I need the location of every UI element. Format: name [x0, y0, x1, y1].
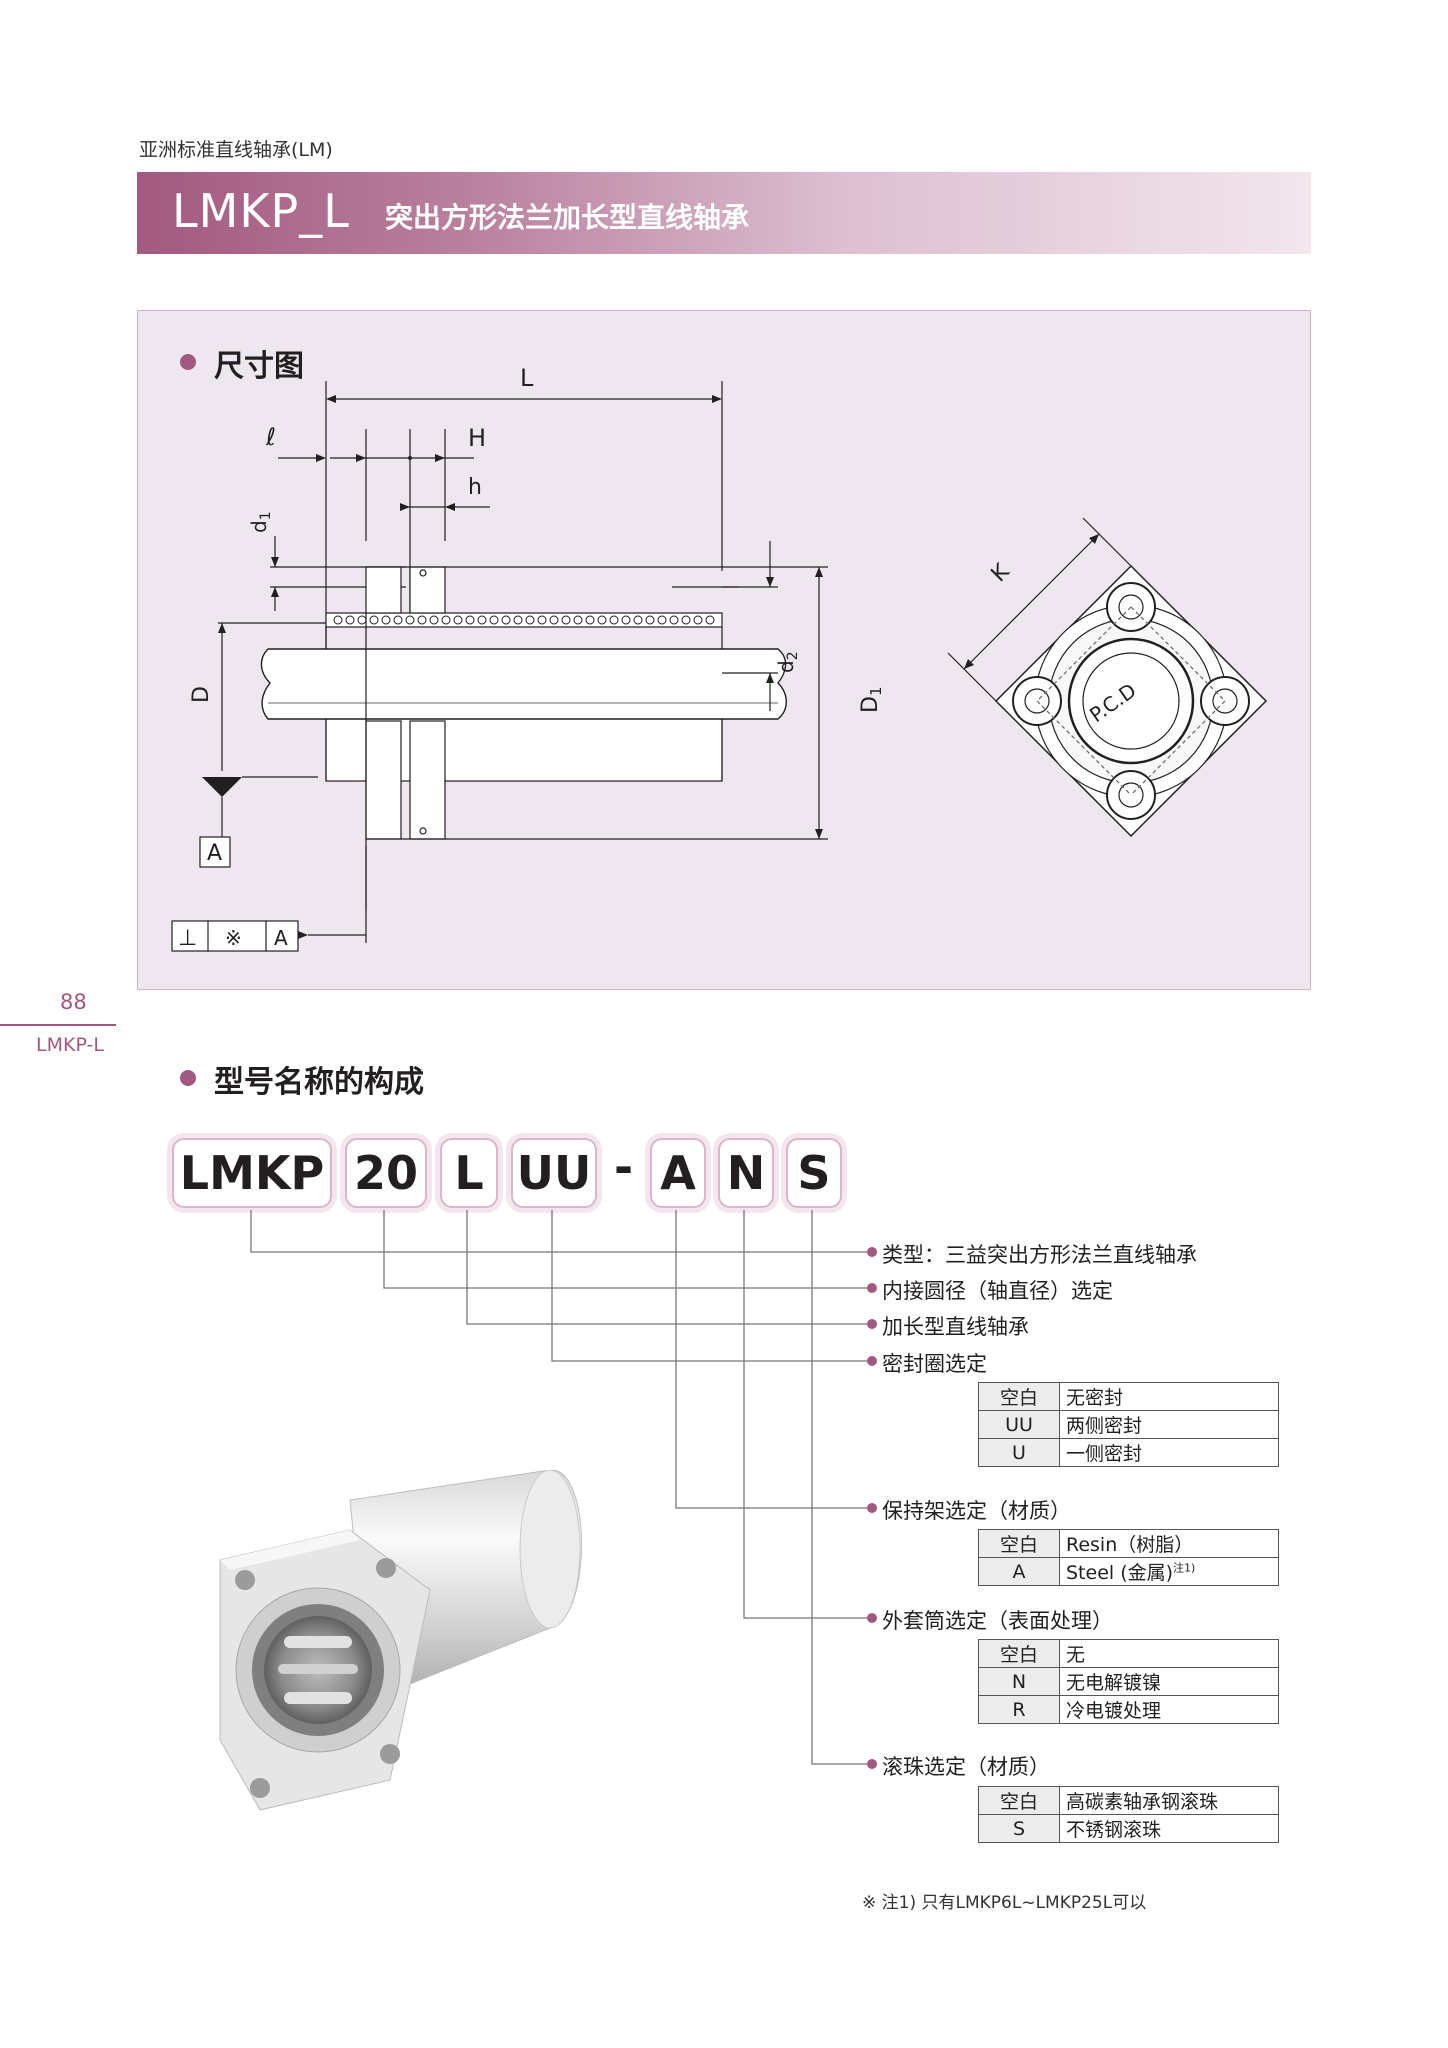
- option-code: U: [978, 1438, 1060, 1467]
- tolerance-datum: A: [274, 926, 288, 950]
- option-desc: 一侧密封: [1059, 1438, 1279, 1467]
- code-part-ball: S: [786, 1138, 842, 1208]
- option-code: 空白: [978, 1786, 1060, 1815]
- table-row: 空白无: [978, 1639, 1279, 1668]
- flange-front-view: P.C.D K: [947, 517, 1268, 838]
- dim-label-D1: D1: [858, 687, 885, 714]
- dimension-drawing: L ℓ H h d1: [171, 364, 1268, 952]
- section-bullet-icon: [180, 1070, 196, 1086]
- option-desc-text: Steel (金属): [1066, 1562, 1174, 1584]
- code-part-seal: UU: [511, 1138, 597, 1208]
- product-code-title: LMKP_L: [172, 184, 350, 238]
- section-bullet-icon: [180, 354, 196, 370]
- page-section-label: LMKP-L: [36, 1034, 104, 1056]
- code-part-long: L: [440, 1138, 498, 1208]
- option-code: N: [978, 1667, 1060, 1696]
- dimension-section-title: 尺寸图: [214, 349, 304, 384]
- option-desc: 无密封: [1059, 1382, 1279, 1411]
- dimension-drawing-panel: 尺寸图 L ℓ H h: [137, 310, 1311, 990]
- code-part-sleeve: N: [718, 1138, 774, 1208]
- option-desc: 两侧密封: [1059, 1410, 1279, 1439]
- option-desc: 不锈钢滚珠: [1059, 1814, 1279, 1843]
- desc-type: 类型：三益突出方形法兰直线轴承: [882, 1243, 1197, 1267]
- table-row: 空白高碳素轴承钢滚珠: [978, 1786, 1279, 1815]
- datum-label-A: A: [207, 841, 222, 866]
- option-desc: Resin（树脂）: [1059, 1529, 1279, 1558]
- code-part-series: LMKP: [172, 1138, 332, 1208]
- desc-long: 加长型直线轴承: [882, 1315, 1029, 1339]
- dim-label-L: L: [520, 364, 534, 392]
- dim-label-H: H: [468, 424, 486, 452]
- perpendicularity-symbol: ⊥: [178, 926, 197, 951]
- option-desc: 无: [1059, 1639, 1279, 1668]
- product-photo: [219, 1470, 582, 1811]
- footnote-ref: 注1): [1173, 1561, 1196, 1575]
- title-bar: LMKP_L 突出方形法兰加长型直线轴承: [137, 172, 1311, 254]
- breadcrumb: 亚洲标准直线轴承(LM): [139, 139, 333, 161]
- option-code: R: [978, 1695, 1060, 1724]
- desc-seal: 密封圈选定: [882, 1352, 987, 1376]
- option-desc: 冷电镀处理: [1059, 1695, 1279, 1724]
- code-part-retainer: A: [650, 1138, 706, 1208]
- desc-retainer: 保持架选定（材质）: [882, 1499, 1071, 1523]
- option-desc: 无电解镀镍: [1059, 1667, 1279, 1696]
- desc-sleeve: 外套筒选定（表面处理）: [882, 1609, 1113, 1633]
- dim-label-d2: d2: [774, 651, 801, 673]
- dim-label-D: D: [189, 686, 214, 703]
- option-code: UU: [978, 1410, 1060, 1439]
- option-code: 空白: [978, 1529, 1060, 1558]
- product-name-title: 突出方形法兰加长型直线轴承: [385, 201, 750, 234]
- table-row: 空白无密封: [978, 1382, 1279, 1411]
- model-section-title: 型号名称的构成: [214, 1065, 424, 1100]
- tolerance-value: ※: [225, 926, 242, 950]
- dim-label-h: h: [468, 475, 482, 500]
- dim-label-l: ℓ: [265, 423, 276, 451]
- code-part-size: 20: [345, 1138, 427, 1208]
- option-code: S: [978, 1814, 1060, 1843]
- option-code: 空白: [978, 1639, 1060, 1668]
- dim-label-d1: d1: [247, 511, 274, 533]
- code-separator: -: [614, 1140, 634, 1194]
- desc-ball: 滚珠选定（材质）: [882, 1755, 1050, 1779]
- option-code: A: [978, 1557, 1060, 1586]
- desc-bore: 内接圆径（轴直径）选定: [882, 1279, 1113, 1303]
- option-desc: Steel (金属)注1): [1059, 1557, 1279, 1586]
- option-desc: 高碳素轴承钢滚珠: [1059, 1786, 1279, 1815]
- option-code: 空白: [978, 1382, 1060, 1411]
- footnote: ※ 注1) 只有LMKP6L~LMKP25L可以: [862, 1893, 1147, 1913]
- page-number: 88: [60, 990, 87, 1014]
- page-marker-line: [0, 1024, 116, 1026]
